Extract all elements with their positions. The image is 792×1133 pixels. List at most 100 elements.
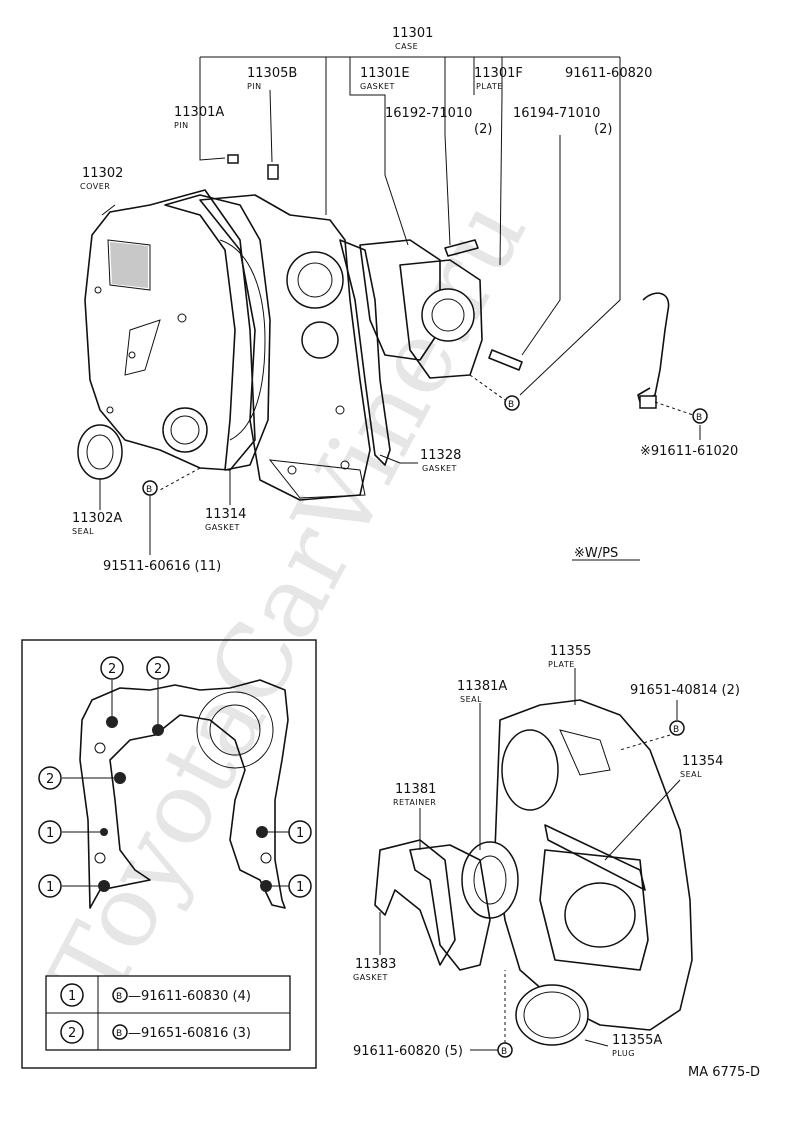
svg-text:11302: 11302	[82, 166, 123, 181]
svg-text:1: 1	[296, 826, 304, 841]
svg-text:11381A: 11381A	[457, 679, 507, 694]
svg-text:2: 2	[68, 1026, 76, 1041]
svg-text:2: 2	[108, 662, 116, 677]
label-91611-61020: ※91611-61020	[640, 444, 738, 459]
svg-text:—91611-60830 (4): —91611-60830 (4)	[128, 989, 251, 1004]
svg-text:2: 2	[154, 662, 162, 677]
svg-text:SEAL: SEAL	[72, 527, 94, 536]
legend-row-2: 2 B —91651-60816 (3)	[60, 1020, 251, 1044]
svg-text:SEAL: SEAL	[460, 695, 482, 704]
svg-text:11355A: 11355A	[612, 1033, 662, 1048]
svg-text:—91651-60816 (3): —91651-60816 (3)	[128, 1026, 251, 1041]
label-11354: 11354 SEAL	[680, 754, 723, 779]
label-11355A: 11355A PLUG	[612, 1033, 662, 1058]
svg-text:B: B	[146, 485, 152, 495]
inset-callout-2-c: 2	[38, 766, 62, 790]
svg-text:1: 1	[46, 880, 54, 895]
bottom-leader-lines	[379, 668, 681, 1051]
svg-text:PLATE: PLATE	[548, 660, 575, 669]
svg-text:CASE: CASE	[395, 42, 418, 51]
svg-text:91511-60616 (11): 91511-60616 (11)	[103, 559, 221, 574]
label-16192-71010: 16192-71010 (2)	[385, 106, 492, 137]
label-11302: 11302 COVER	[80, 166, 123, 191]
svg-text:B: B	[501, 1047, 507, 1057]
svg-text:16194-71010: 16194-71010	[513, 106, 600, 121]
svg-text:16192-71010: 16192-71010	[385, 106, 472, 121]
note-wps: ※W/PS	[572, 546, 640, 561]
label-11381A: 11381A SEAL	[457, 679, 507, 704]
svg-text:※W/PS: ※W/PS	[574, 546, 618, 561]
svg-text:2: 2	[46, 772, 54, 787]
label-11381: 11381 RETAINER	[393, 782, 436, 807]
svg-text:91651-40814 (2): 91651-40814 (2)	[630, 683, 740, 698]
svg-text:11383: 11383	[355, 957, 396, 972]
svg-text:(2): (2)	[594, 122, 612, 137]
label-16194-71010: 16194-71010 (2)	[513, 106, 612, 137]
svg-text:PIN: PIN	[247, 82, 262, 91]
svg-text:COVER: COVER	[80, 182, 110, 191]
svg-text:11301: 11301	[392, 26, 433, 41]
svg-text:PLATE: PLATE	[476, 82, 503, 91]
inset-callout-1-a: 1	[38, 820, 62, 844]
bolt-marker-plate: B	[669, 720, 685, 736]
svg-text:GASKET: GASKET	[353, 973, 388, 982]
label-11301F: 11301F PLATE	[474, 66, 523, 91]
inset-callout-1-c: 1	[288, 820, 312, 844]
svg-text:1: 1	[296, 880, 304, 895]
svg-text:GASKET: GASKET	[205, 523, 240, 532]
bolt-location-inset	[21, 639, 317, 1069]
svg-text:SEAL: SEAL	[680, 770, 702, 779]
bolt-marker-top-right: B	[504, 395, 520, 411]
svg-text:B: B	[116, 1029, 122, 1039]
svg-text:11302A: 11302A	[72, 511, 122, 526]
label-11301E: 11301E GASKET	[360, 66, 410, 91]
bolt-legend-table	[45, 975, 291, 1051]
label-11305B: 11305B PIN	[247, 66, 297, 91]
label-11328: 11328 GASKET	[420, 448, 461, 473]
svg-text:11301A: 11301A	[174, 105, 224, 120]
svg-text:GASKET: GASKET	[422, 464, 457, 473]
inset-callout-1-b: 1	[38, 874, 62, 898]
svg-text:91611-60820 (5): 91611-60820 (5)	[353, 1044, 463, 1059]
svg-text:B: B	[508, 400, 514, 410]
diagram-code: MA 6775-D	[688, 1065, 760, 1080]
bolt-marker-wps: B	[692, 408, 708, 424]
label-11301: 11301 CASE	[392, 26, 433, 51]
svg-text:11354: 11354	[682, 754, 723, 769]
svg-text:GASKET: GASKET	[360, 82, 395, 91]
inset-callout-2-a: 2	[100, 656, 124, 680]
label-91611-60820-top: 91611-60820	[565, 66, 652, 81]
legend-row-1: 1 B —91611-60830 (4)	[60, 983, 251, 1007]
svg-text:11305B: 11305B	[247, 66, 297, 81]
svg-text:B: B	[696, 413, 702, 423]
label-11355: 11355 PLATE	[548, 644, 591, 669]
svg-text:PIN: PIN	[174, 121, 189, 130]
inset-callout-2-b: 2	[146, 656, 170, 680]
label-11302A: 11302A SEAL	[72, 511, 122, 536]
svg-text:RETAINER: RETAINER	[393, 798, 436, 807]
label-11314: 11314 GASKET	[205, 507, 246, 532]
svg-text:11355: 11355	[550, 644, 591, 659]
label-11301A: 11301A PIN	[174, 105, 224, 130]
svg-text:11381: 11381	[395, 782, 436, 797]
label-91611-60820-bottom: 91611-60820 (5)	[353, 1044, 463, 1059]
svg-text:11301F: 11301F	[474, 66, 523, 81]
svg-text:1: 1	[46, 826, 54, 841]
inset-callout-1-d: 1	[288, 874, 312, 898]
end-plate-drawing	[374, 699, 693, 1046]
label-91651-40814: 91651-40814 (2)	[630, 683, 740, 698]
svg-text:11328: 11328	[420, 448, 461, 463]
svg-text:11301E: 11301E	[360, 66, 410, 81]
svg-text:1: 1	[68, 989, 76, 1004]
label-91511-60616: 91511-60616 (11)	[103, 559, 221, 574]
svg-text:(2): (2)	[474, 122, 492, 137]
bolt-marker-cover: B	[142, 480, 158, 496]
svg-text:91611-60820: 91611-60820	[565, 66, 652, 81]
svg-text:11314: 11314	[205, 507, 246, 522]
svg-text:PLUG: PLUG	[612, 1049, 635, 1058]
label-11383: 11383 GASKET	[353, 957, 396, 982]
svg-text:B: B	[673, 725, 679, 735]
timing-cover-drawing	[77, 154, 670, 501]
top-leader-lines	[99, 56, 701, 555]
